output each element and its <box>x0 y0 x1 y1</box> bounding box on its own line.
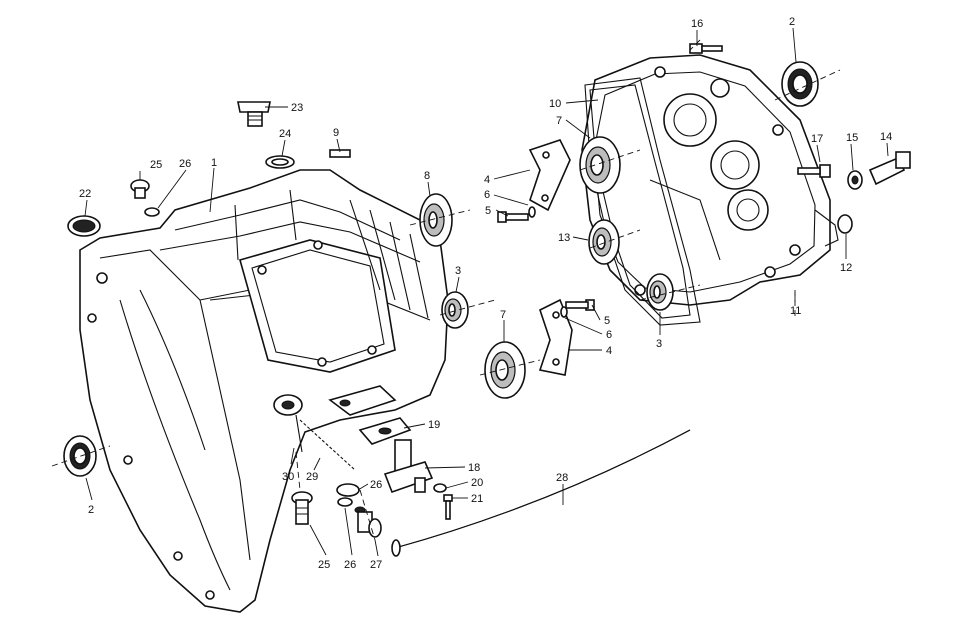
washer-24 <box>265 155 295 169</box>
seal-2-top <box>781 61 819 107</box>
gasket-19 <box>358 417 412 445</box>
bolt-14 <box>868 151 911 186</box>
hose-28 <box>391 429 691 557</box>
plug-25-top <box>130 179 150 199</box>
leader-lines <box>84 27 889 557</box>
callout-19: 19 <box>428 419 440 431</box>
callout-13: 13 <box>558 232 570 244</box>
washer-26-lower-right <box>336 483 360 497</box>
rod-30 <box>295 414 303 453</box>
callout-5-lower: 5 <box>604 315 610 327</box>
callout-7: 7 <box>556 115 562 127</box>
washer-15 <box>847 170 863 190</box>
bolt-5-upper <box>497 206 536 223</box>
retainer-plate-upper <box>528 139 571 212</box>
callout-4-lower: 4 <box>606 345 612 357</box>
callout-26: 26 <box>179 158 191 170</box>
callout-7-lower: 7 <box>500 309 506 321</box>
callout-27: 27 <box>370 559 382 571</box>
bearing-13 <box>588 219 620 265</box>
callout-2-lower: 2 <box>88 504 94 516</box>
gasket <box>584 77 701 326</box>
bearing-8 <box>419 193 453 247</box>
plunger-27 <box>354 506 382 538</box>
callout-6-lower: 6 <box>606 329 612 341</box>
callout-30: 30 <box>282 471 294 483</box>
callout-20: 20 <box>471 477 483 489</box>
callout-1: 1 <box>211 157 217 169</box>
callout-18: 18 <box>468 462 480 474</box>
callout-14: 14 <box>880 131 892 143</box>
callout-25-lower: 25 <box>318 559 330 571</box>
callout-23: 23 <box>291 102 303 114</box>
seal-2-bottom <box>63 435 97 477</box>
washer-20 <box>433 483 447 493</box>
callout-24: 24 <box>279 128 291 140</box>
housing-18 <box>383 439 434 494</box>
callout-26-lower: 26 <box>344 559 356 571</box>
bearing-7-upper <box>579 136 621 194</box>
callout-3: 3 <box>455 265 461 277</box>
callout-6: 6 <box>484 189 490 201</box>
plug-25-lower <box>291 491 313 525</box>
callout-16: 16 <box>691 18 703 30</box>
callout-11: 11 <box>790 305 801 317</box>
callout-9: 9 <box>333 127 339 139</box>
bearing-7-lower <box>484 341 526 399</box>
bearing-3-left <box>441 291 469 329</box>
bolt-16 <box>689 43 723 54</box>
callout-3-right: 3 <box>656 338 662 350</box>
main-housing <box>79 169 449 613</box>
callout-28: 28 <box>556 472 568 484</box>
callout-12: 12 <box>840 262 852 274</box>
callout-29: 29 <box>306 471 318 483</box>
spring-29 <box>299 419 356 471</box>
washer-26-lower <box>337 497 353 507</box>
bolt-21 <box>443 494 453 520</box>
callout-4: 4 <box>484 174 490 186</box>
bolt-17 <box>797 164 831 178</box>
bearing-3-right <box>646 273 674 311</box>
seal-22 <box>67 215 101 237</box>
callout-15: 15 <box>846 132 858 144</box>
callout-5: 5 <box>485 205 491 217</box>
callout-labels: 16 2 10 7 23 24 9 25 26 1 22 8 4 6 5 13 … <box>79 16 892 571</box>
plug-23 <box>237 101 271 127</box>
bolt-5-lower <box>560 299 595 318</box>
retainer-plate-lower <box>538 298 573 376</box>
callout-2: 2 <box>789 16 795 28</box>
callout-10: 10 <box>549 98 561 110</box>
callout-25: 25 <box>150 159 162 171</box>
callout-8: 8 <box>424 170 430 182</box>
washer-26-top <box>144 207 160 217</box>
callout-26-right: 26 <box>370 479 382 491</box>
ring-12 <box>837 214 853 234</box>
callout-21: 21 <box>471 493 483 505</box>
callout-22: 22 <box>79 188 91 200</box>
callout-17: 17 <box>811 133 823 145</box>
